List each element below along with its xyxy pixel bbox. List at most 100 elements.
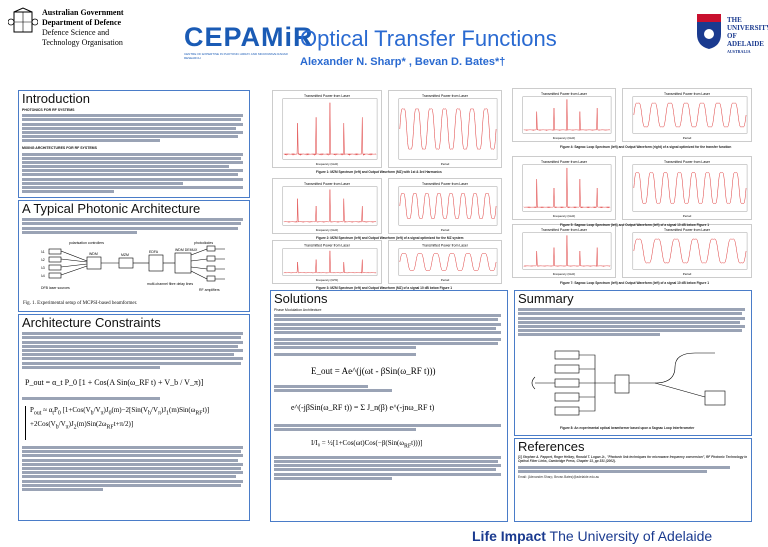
laser-label-1: λ1 <box>41 250 45 254</box>
plot-title: Transmitted Power from Laser <box>422 94 469 98</box>
poster-authors: Alexander N. Sharp* , Bevan D. Bates*† <box>300 56 506 68</box>
plot-title: Transmitted Power from Laser <box>541 92 588 96</box>
figure-3-label: Figure 3: MZM Spectrum (left) and Output… <box>316 286 453 290</box>
intro-subheading-1: PHOTONICS FOR RF SYSTEMS <box>22 108 75 112</box>
constraints-title: Architecture Constraints <box>22 315 161 330</box>
plot-trace <box>399 108 497 150</box>
dept-line-4: Technology Organisation <box>42 38 123 47</box>
laser-label-2: λ2 <box>41 258 45 262</box>
plot-title: Transmitted Power from Laser <box>304 182 351 186</box>
figure-6-label: Figure 7: Sagnac Loop Spectrum (left) an… <box>560 281 709 285</box>
plot-trace <box>283 250 377 274</box>
plot-trace <box>399 193 497 219</box>
mzm-label: MZM <box>121 253 129 257</box>
fibre-label: multi-channel fibre delay lines <box>147 282 193 286</box>
plot-trace <box>633 102 747 128</box>
uoa-line-1: THE UNIVERSITY <box>727 16 768 32</box>
solutions-title: Solutions <box>274 291 328 306</box>
plot-xlabel: Frequency (GHz) <box>553 272 576 276</box>
plot-title: Transmitted Power from Laser <box>304 94 351 98</box>
introduction-title: Introduction <box>22 91 90 106</box>
sagnac-beamformer-diagram <box>531 350 726 416</box>
edfa-label: EDFA <box>149 250 159 254</box>
photodiodes-label: photodiodes <box>194 241 213 245</box>
dmux-label: WDM DEMUX <box>175 248 198 252</box>
footer-tagline: Life Impact The University of Adelaide <box>472 528 712 544</box>
wdm-label: WDM <box>89 252 98 256</box>
dfb-label: DFB laser sources <box>41 286 70 290</box>
footer-impact: Life Impact <box>472 528 546 544</box>
plot-xlabel: Frequency (GHz) <box>316 162 339 166</box>
plot-xlabel: Period <box>683 272 692 276</box>
figure-1-caption: Fig. 1. Experimental setup of MCPSI-base… <box>23 301 138 306</box>
poster-title: Optical Transfer Functions <box>300 26 557 51</box>
dept-line-1: Australian Government <box>42 8 124 17</box>
equation-1-expansion: Pout ≈ αtP0 [1+Cos(Vb/Vπ)J0(m)−2[Sin(Vb/… <box>25 406 243 441</box>
plot-title: Transmitted Power from Laser <box>304 244 351 248</box>
plot-title: Transmitted Power from Laser <box>664 228 711 232</box>
laser-label-3: λ3 <box>41 266 45 270</box>
references-title: References <box>518 439 585 454</box>
footer-university: The University of Adelaide <box>549 528 713 544</box>
uoa-line-3: AUSTRALIA <box>727 49 751 54</box>
intro-subheading-2: MIXING ARCHITECTURES FOR RF SYSTEMS <box>22 146 97 151</box>
plot-trace <box>283 102 377 157</box>
plot-title: Transmitted Power from Laser <box>664 160 711 164</box>
figure-5-label: Figure 5: Sagnac Loop Spectrum (left) an… <box>560 223 709 227</box>
plot-xlabel: Period <box>441 162 450 166</box>
figure-1-label: Figure 1: MZM Spectrum (left) and Output… <box>316 170 442 174</box>
defence-logo: Australian Government Department of Defe… <box>8 6 178 66</box>
figure-4-label: Figure 4: Sagnac Loop Spectrum (left) an… <box>560 145 732 149</box>
solutions-section: Solutions Phase Modulation Architecture … <box>270 290 508 522</box>
plot-xlabel: Frequency (GHz) <box>316 228 339 232</box>
plot-title: Transmitted Power from Laser <box>541 160 588 164</box>
coat-of-arms-icon <box>8 7 38 33</box>
uoa-shield-icon <box>697 14 721 49</box>
plot-trace <box>633 172 747 204</box>
plot-xlabel: Frequency (GHz) <box>316 278 339 282</box>
plot-title: Transmitted Power from Laser <box>541 228 588 232</box>
introduction-section: Introduction PHOTONICS FOR RF SYSTEMS MI… <box>18 90 250 198</box>
plot-trace <box>399 253 497 271</box>
plot-xlabel: Period <box>683 136 692 140</box>
reference-1: [1] Stephen A. Pappert, Roger Helkey, Ro… <box>518 455 748 464</box>
references-section: References [1] Stephen A. Pappert, Roger… <box>514 438 752 522</box>
plot-title: Transmitted Power from Laser <box>422 244 469 248</box>
plot-trace <box>283 189 377 224</box>
equation-2: E_out = Ae^(j(ωt - βSin(ω_RF t))) <box>311 365 436 376</box>
plot-title: Transmitted Power from Laser <box>664 92 711 96</box>
plot-xlabel: Period <box>441 228 450 232</box>
beamformer-diagram: λ1 λ2 λ3 λ4 polarisation controllers pho… <box>41 241 225 292</box>
plot-trace <box>523 99 611 132</box>
plot-trace <box>633 238 747 264</box>
equation-4: I/I₀ = ½[1+Cos(ωt)Cos(−β(Sin(ωRFt)))] <box>311 438 423 450</box>
figure-2-label: Figure 2: MZM Spectrum (left) and Output… <box>316 236 464 240</box>
equation-1: P_out = α_t P_0 [1 + Cos(A Sin(ω_RF t) +… <box>25 377 204 387</box>
typical-architecture-section: A Typical Photonic Architecture λ1 λ2 λ3… <box>18 200 250 312</box>
summary-section: Summary <box>514 290 752 436</box>
plot-trace <box>523 235 611 268</box>
laser-label-4: λ4 <box>41 274 45 278</box>
rf-amp-label: RF amplifiers <box>199 288 220 292</box>
typical-architecture-title: A Typical Photonic Architecture <box>22 201 201 216</box>
architecture-constraints-section: Architecture Constraints P_out = α_t P_0… <box>18 314 250 521</box>
plot-title: Transmitted Power from Laser <box>422 182 469 186</box>
polariser-label: polarisation controllers <box>69 241 104 245</box>
university-logo: THE UNIVERSITY OF ADELAIDE AUSTRALIA <box>695 12 768 57</box>
reference-email: Email: (Alexander.Sharp, Bevan.Bates)@ad… <box>518 474 600 479</box>
solutions-subheading: Phase Modulation Architecture <box>274 308 322 312</box>
cepamir-subtitle: CENTRE OF EXPERTISE IN PHOTONIC ARRAY AN… <box>184 52 288 60</box>
plot-trace <box>523 167 611 209</box>
